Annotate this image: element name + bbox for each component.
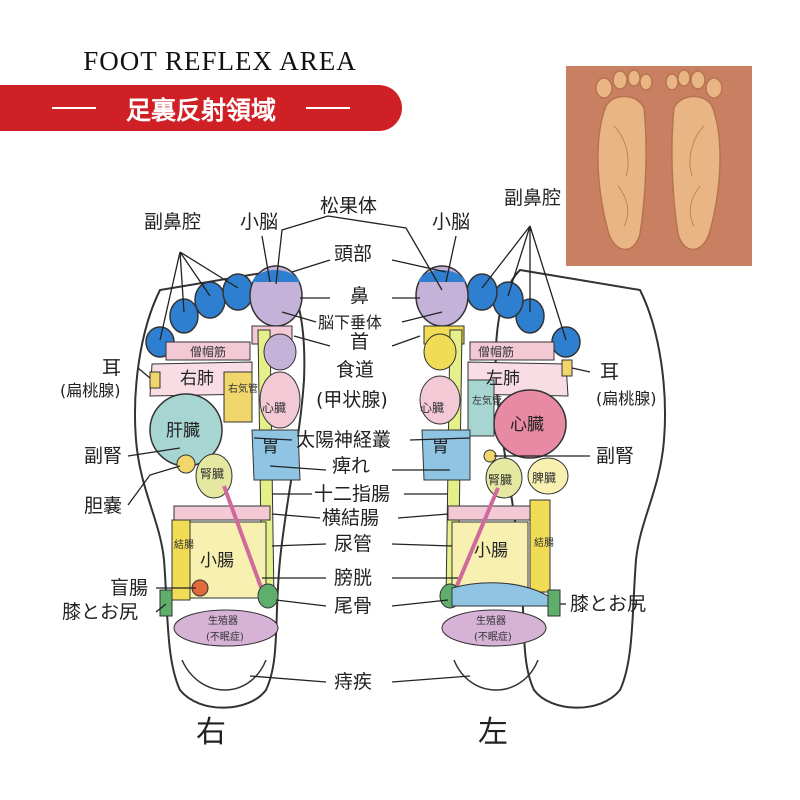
page-title: FOOT REFLEX AREA [83, 46, 357, 76]
right-adrenal-label: 副腎 [84, 445, 122, 467]
left-reproductive-label: 生殖器 [476, 614, 506, 627]
right-insomnia-label: (不眠症) [206, 630, 244, 643]
right-side-label: 右 [196, 715, 226, 750]
banner-dash-left [52, 107, 96, 109]
left-toe-4 [466, 273, 498, 311]
left-heart-label: 心臓 [510, 415, 544, 435]
center-head-label: 頭部 [334, 243, 372, 265]
left-toe-3 [492, 281, 524, 319]
right-ear-label: 耳 [102, 357, 121, 379]
center-pituitary-label: 脳下垂体 [318, 313, 382, 332]
center-nose-label: 鼻 [350, 285, 369, 307]
center-numbness-label: 痺れ [332, 455, 370, 477]
center-thyroid-label: (甲状腺) [316, 389, 388, 411]
left-trapezius-label: 僧帽筋 [478, 344, 514, 359]
left-spleen-label: 脾臓 [532, 470, 556, 485]
center-coccyx-label: 尾骨 [334, 595, 372, 617]
center-bladder-label: 膀胱 [334, 567, 372, 589]
right-tonsil-label: (扁桃腺) [60, 381, 121, 400]
right-toe-3 [194, 281, 226, 319]
center-transverse-colon-label: 横結腸 [322, 507, 379, 529]
right-appendix-label: 盲腸 [110, 577, 148, 599]
left-toe-1 [551, 326, 581, 358]
right-small-intestine-label: 小腸 [200, 551, 234, 571]
right-sinus-label: 副鼻腔 [144, 211, 201, 233]
left-foot: 僧帽筋 左肺 心臓 左気管 心臓 胃 腎臓 脾臓 小腸 結腸 生殖器 (不眠症) [415, 265, 666, 709]
right-trapezius-label: 僧帽筋 [190, 344, 226, 359]
leader-lines [127, 215, 591, 683]
subtitle-text: 足裏反射領域 [125, 96, 276, 125]
center-solar-plexus-label: 太陽神経叢 [296, 429, 391, 451]
left-tonsil-label: (扁桃腺) [596, 389, 657, 408]
right-colon-label: 結腸 [174, 538, 194, 551]
right-gallbladder-label: 胆嚢 [84, 495, 122, 517]
center-hemorrhoid-label: 痔疾 [334, 671, 372, 693]
left-knee-label: 膝とお尻 [570, 593, 646, 615]
left-kidney-label: 腎臓 [488, 473, 512, 487]
right-heart-label: 心臓 [262, 401, 286, 415]
left-ear-label: 耳 [600, 361, 619, 383]
center-neck-label: 首 [350, 331, 369, 353]
right-knee-label: 膝とお尻 [62, 601, 138, 623]
right-stomach-label: 胃 [262, 437, 279, 457]
center-duodenum-label: 十二指腸 [314, 483, 390, 505]
left-adrenal-label: 副腎 [596, 445, 634, 467]
left-small-intestine-label: 小腸 [474, 541, 508, 561]
left-sinus-label: 副鼻腔 [504, 187, 561, 209]
right-toe-2 [169, 298, 199, 334]
left-side-label: 左 [478, 715, 508, 750]
left-lung-label: 左肺 [486, 369, 520, 389]
left-cerebellum-label: 小脳 [432, 211, 470, 233]
left-bronchus-label: 左気管 [472, 394, 502, 407]
right-liver-label: 肝臓 [166, 421, 200, 441]
left-stomach-label: 胃 [432, 437, 449, 457]
foot-reflexology-photo [566, 66, 752, 266]
right-reproductive-label: 生殖器 [208, 614, 238, 627]
left-colon-label: 結腸 [534, 536, 554, 549]
right-foot: 僧帽筋 右肺 右気管 心臓 肝臓 胃 腎臓 小腸 結腸 生殖器 (不眠症) [134, 265, 306, 709]
banner-dash-right [306, 107, 350, 109]
right-kidney-label: 腎臓 [200, 467, 224, 481]
right-cerebellum-label: 小脳 [240, 211, 278, 233]
right-lung-label: 右肺 [180, 369, 214, 389]
left-insomnia-label: (不眠症) [474, 630, 512, 643]
center-esophagus-label: 食道 [336, 359, 374, 381]
center-ureter-label: 尿管 [334, 533, 372, 555]
left-heart-small-label: 心臓 [420, 401, 444, 415]
subtitle-banner: 足裏反射領域 [0, 85, 402, 131]
right-bronchus-label: 右気管 [228, 382, 258, 395]
center-pineal-label: 松果体 [320, 195, 377, 217]
right-toe-4 [222, 273, 254, 311]
